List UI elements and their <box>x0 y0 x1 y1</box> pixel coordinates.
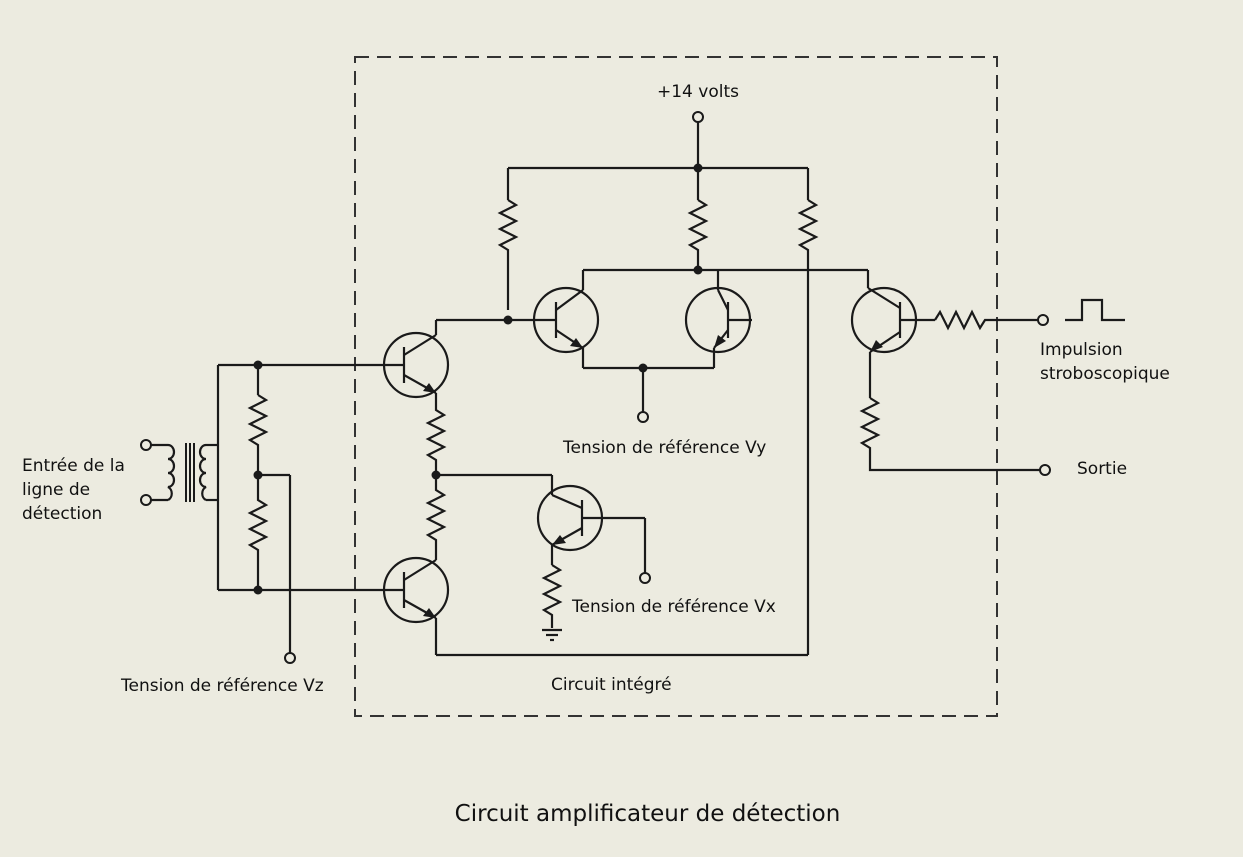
strobe-label-line-2: stroboscopique <box>1040 364 1170 384</box>
transformer-icon <box>150 443 218 502</box>
transistor-q6 <box>850 286 935 354</box>
strobe-label-line-1: Impulsion <box>1040 340 1123 360</box>
input-network <box>216 360 292 653</box>
input-terminal-bottom <box>140 494 152 506</box>
input-terminal-top <box>140 439 152 451</box>
input-label-line-2: ligne de <box>22 480 91 500</box>
ic-label: Circuit intégré <box>551 675 672 695</box>
input-label: Entrée de la ligne de détection <box>22 454 125 526</box>
input-label-line-3: détection <box>22 504 103 524</box>
transistor-q4 <box>684 286 752 354</box>
ground-icon <box>542 628 562 642</box>
differential-collector-bus <box>581 265 870 290</box>
output-label: Sortie <box>1077 459 1128 479</box>
integrated-circuit-boundary <box>354 56 998 717</box>
transistor-q3 <box>508 286 600 354</box>
input-label-line-1: Entrée de la <box>22 456 125 476</box>
vz-terminal <box>284 652 296 664</box>
resistor-strobe <box>934 309 1038 331</box>
resistor-emitter-upper <box>425 393 447 475</box>
strobe-label: Impulsion stroboscopique <box>1040 338 1170 386</box>
transistor-q1 <box>218 318 508 399</box>
output-terminal <box>1039 464 1051 476</box>
strobe-terminal <box>1037 314 1049 326</box>
resistor-vx <box>541 564 563 628</box>
resistor-left-top <box>497 199 519 310</box>
vx-terminal <box>639 572 651 584</box>
resistor-right-top <box>797 199 819 258</box>
transistor-q5 <box>536 484 647 573</box>
ref-vx-label: Tension de référence Vx <box>572 597 776 617</box>
vy-terminal <box>637 411 649 423</box>
resistor-emitter-lower <box>425 475 447 560</box>
supply-label: +14 volts <box>657 82 739 102</box>
transistor-q2 <box>218 556 808 657</box>
ref-vy-label: Tension de référence Vy <box>563 438 767 458</box>
diagram-caption: Circuit amplificateur de détection <box>454 801 841 827</box>
resistor-center-top <box>687 199 709 270</box>
supply-terminal <box>692 111 704 123</box>
supply-rail <box>506 122 810 200</box>
resistor-output <box>859 397 1040 472</box>
ref-vz-label: Tension de référence Vz <box>121 676 324 696</box>
strobe-pulse-icon <box>1065 298 1125 322</box>
